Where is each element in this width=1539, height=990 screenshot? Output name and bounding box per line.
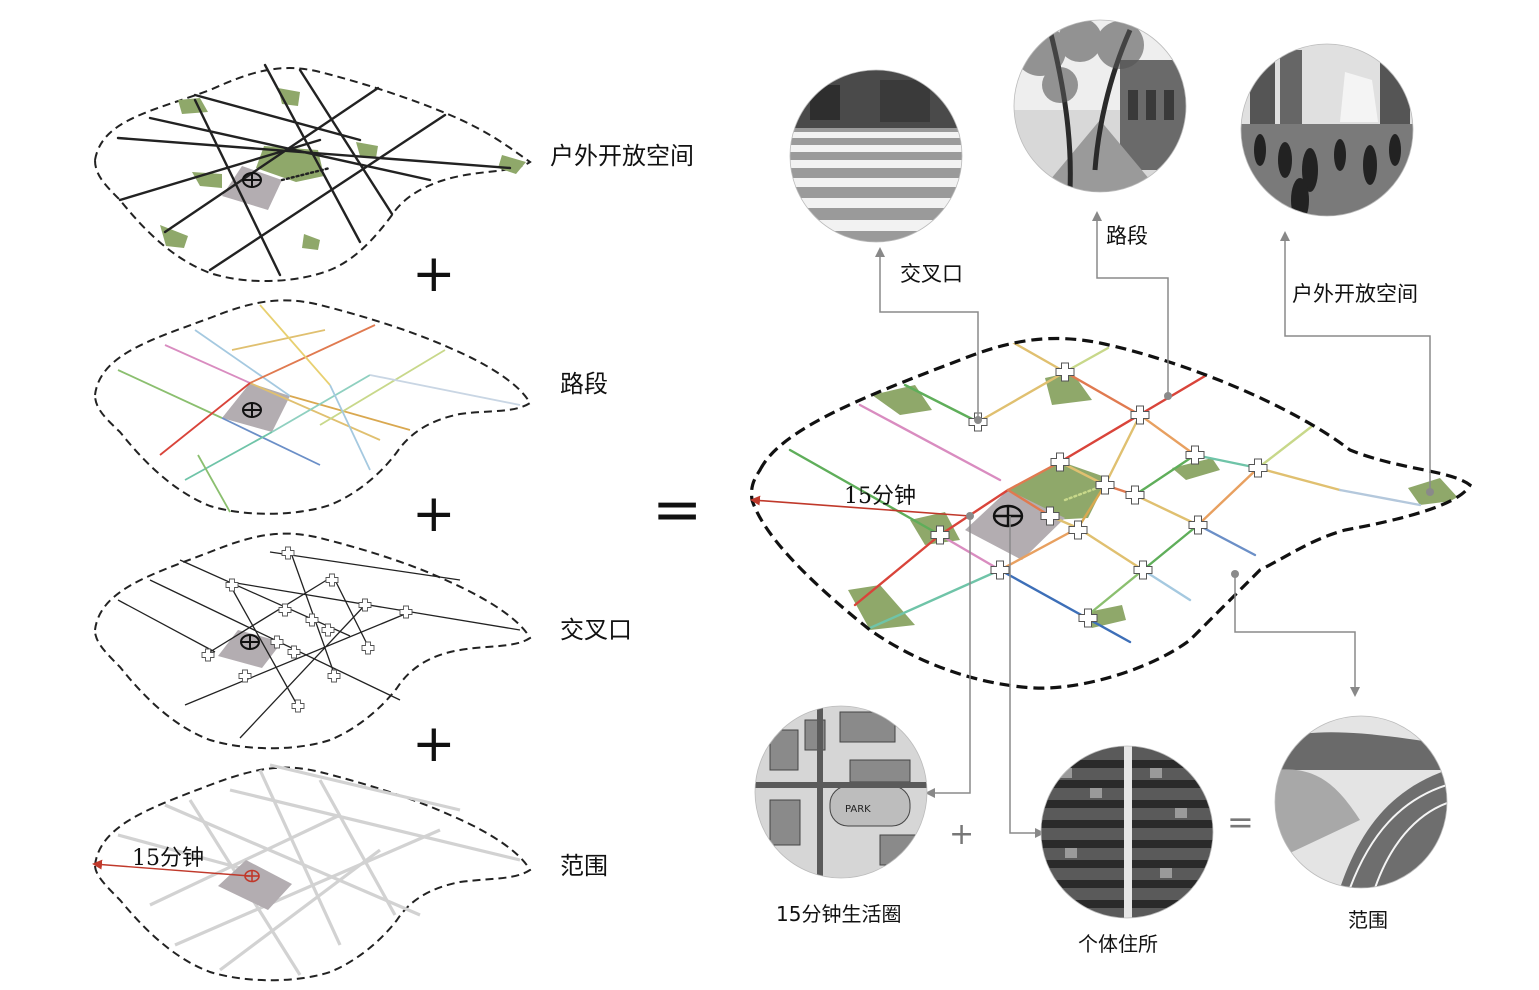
- label-photo-outdoor: 户外开放空间: [1292, 282, 1418, 306]
- intersection-cross-icons: [201, 546, 413, 713]
- label-range-time: 15分钟: [132, 846, 204, 871]
- combined-boundary-outline: [749, 336, 1473, 690]
- combined-intersection-icons: [930, 362, 1268, 628]
- label-photo-intersection: 交叉口: [900, 262, 963, 286]
- layer-intersections: [93, 532, 532, 750]
- plus-operator-1: +: [412, 244, 456, 304]
- label-road-segment: 路段: [560, 370, 608, 398]
- label-photo-segment: 路段: [1106, 224, 1148, 248]
- plus-operator-2: +: [412, 484, 456, 544]
- photo-plaza-crowd: [1241, 44, 1413, 216]
- equals-operator-bottom: =: [1227, 803, 1254, 841]
- label-main-time: 15分钟: [844, 484, 916, 509]
- layer-range-boundary: [93, 766, 532, 982]
- layer-outdoor-space: [93, 63, 532, 283]
- layer-range: [92, 763, 532, 982]
- combined-diagram: [749, 336, 1473, 690]
- center-marker-icon: [992, 504, 1024, 528]
- range-arrow: [750, 495, 971, 517]
- leader-dots: [966, 392, 1434, 578]
- photo-crosswalk: [790, 70, 962, 242]
- combined-boundary: [751, 338, 1470, 689]
- center-cell: [222, 383, 290, 432]
- center-marker-icon: [242, 172, 262, 188]
- plus-operator-3: +: [412, 714, 456, 774]
- equals-operator: =: [652, 475, 703, 545]
- plus-operator-bottom: +: [949, 817, 975, 852]
- center-cell: [218, 860, 292, 910]
- label-photo-range: 范围: [1348, 908, 1388, 932]
- label-outdoor-space: 户外开放空间: [550, 142, 694, 170]
- leader-lines: [875, 211, 1431, 838]
- photo-life-circle-map: PARK: [755, 706, 927, 878]
- photo-range-highway: [1275, 716, 1447, 888]
- range-arrow: [92, 859, 251, 877]
- layer-intersection-boundary: [93, 532, 532, 750]
- svg-text:PARK: PARK: [845, 804, 871, 815]
- center-marker-icon: [244, 869, 260, 883]
- layer-road-segments: [93, 299, 532, 515]
- layer-segment-boundary: [93, 299, 532, 515]
- center-marker-icon: [242, 402, 262, 418]
- label-photo-life-circle: 15分钟生活圈: [776, 902, 902, 926]
- label-range: 范围: [560, 852, 608, 880]
- label-intersection: 交叉口: [560, 616, 632, 644]
- label-photo-residence: 个体住所: [1078, 932, 1158, 956]
- center-marker-icon: [240, 634, 260, 650]
- photo-residence-building: [1041, 746, 1213, 918]
